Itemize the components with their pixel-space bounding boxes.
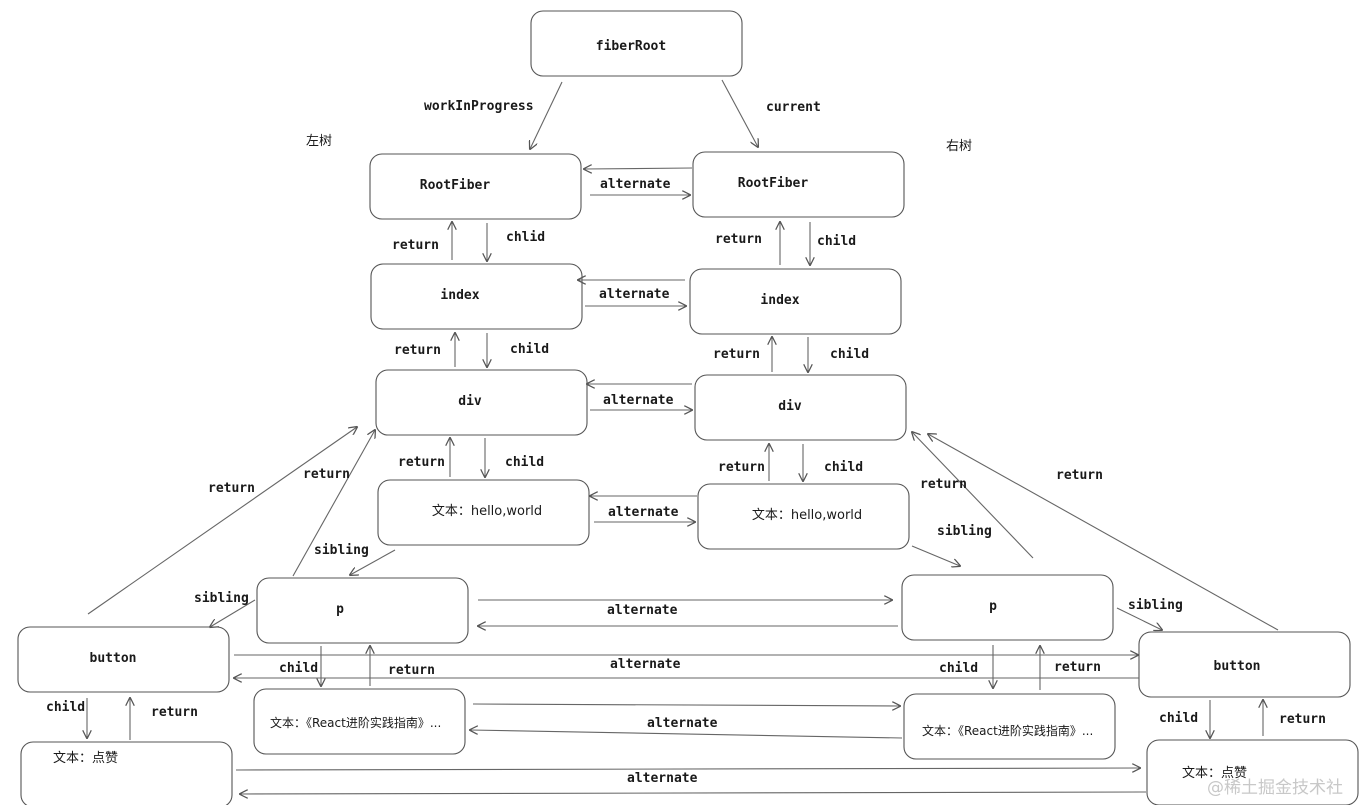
- node-left-div: div: [375, 369, 588, 436]
- label-alternate: alternate: [603, 393, 674, 408]
- node-label: 文本：《React进阶实践指南》...: [922, 723, 1093, 738]
- node-label: button: [1214, 659, 1261, 674]
- node-right-text-hello: 文本：hello,world: [697, 483, 910, 550]
- label-sibling: sibling: [1128, 598, 1183, 613]
- label-child: child: [824, 460, 863, 475]
- node-right-p: p: [901, 574, 1114, 641]
- edge-alternate-like-lr: [235, 768, 1140, 770]
- edge-alternate-react-rl: [470, 730, 903, 739]
- node-label: 文本：hello,world: [752, 508, 862, 523]
- label-sibling: sibling: [194, 591, 249, 606]
- label-return: return: [1056, 468, 1103, 483]
- label-child: child: [46, 700, 85, 715]
- edge-return-r-p-div: [912, 432, 1034, 559]
- node-label: div: [778, 399, 802, 414]
- label-alternate: alternate: [607, 603, 678, 618]
- node-left-index: index: [370, 263, 583, 330]
- label-child: child: [505, 455, 544, 470]
- edge-sibling-r-hello-p: [911, 545, 960, 566]
- node-label: 文本：《React进阶实践指南》...: [270, 715, 441, 730]
- watermark: @稀土掘金技术社: [1207, 778, 1343, 798]
- label-return: return: [715, 232, 762, 247]
- node-label: RootFiber: [738, 176, 809, 191]
- edge-sibling-l-p-button: [210, 599, 256, 627]
- node-right-text-react: 文本：《React进阶实践指南》...: [903, 693, 1116, 760]
- edge-alternate-rootfiber-rl: [584, 168, 693, 169]
- label-sibling: sibling: [314, 543, 369, 558]
- node-label: p: [336, 602, 344, 617]
- node-label: div: [458, 394, 482, 409]
- node-left-text-hello: 文本：hello,world: [377, 479, 590, 546]
- label-child: child: [830, 347, 869, 362]
- label-alternate: alternate: [600, 177, 671, 192]
- edge-return-r-button-div: [928, 434, 1279, 631]
- node-right-rootfiber: RootFiber: [692, 151, 905, 218]
- node-right-index: index: [689, 268, 902, 335]
- node-label: 文本：点赞: [53, 751, 118, 766]
- edge-current: [721, 79, 758, 147]
- node-left-text-react: 文本：《React进阶实践指南》...: [253, 688, 466, 755]
- label-return: return: [151, 705, 198, 720]
- label-alternate: alternate: [627, 771, 698, 786]
- edge-return-l-button-div: [87, 427, 357, 615]
- label-workinprogress: workInProgress: [424, 99, 534, 114]
- edge-return-l-p-div: [292, 430, 375, 577]
- label-child: child: [939, 661, 978, 676]
- label-return: return: [1054, 660, 1101, 675]
- label-child: child: [510, 342, 549, 357]
- label-alternate: alternate: [599, 287, 670, 302]
- node-label: 文本：hello,world: [432, 504, 542, 519]
- label-alternate: alternate: [610, 657, 681, 672]
- node-left-p: p: [256, 577, 469, 644]
- node-label: button: [90, 651, 137, 666]
- label-child: child: [1159, 711, 1198, 726]
- label-left-tree: 左树: [306, 134, 332, 149]
- label-sibling: sibling: [937, 524, 992, 539]
- node-left-button: button: [17, 626, 230, 693]
- node-fiberroot: fiberRoot: [530, 10, 743, 77]
- label-return: return: [713, 347, 760, 362]
- label-return: return: [1279, 712, 1326, 727]
- label-right-tree: 右树: [946, 139, 972, 154]
- label-child: child: [817, 234, 856, 249]
- label-current: current: [766, 100, 821, 115]
- node-right-button: button: [1138, 631, 1351, 698]
- edge-sibling-r-p-button: [1116, 607, 1162, 630]
- node-label: RootFiber: [420, 178, 491, 193]
- label-return: return: [208, 481, 255, 496]
- edge-alternate-react-lr: [472, 704, 900, 706]
- node-right-div: div: [694, 374, 907, 441]
- node-label: index: [440, 288, 479, 303]
- label-alternate: alternate: [608, 505, 679, 520]
- node-left-rootfiber: RootFiber: [369, 153, 582, 220]
- node-left-text-like: 文本：点赞: [20, 741, 233, 808]
- label-return: return: [920, 477, 967, 492]
- label-alternate: alternate: [647, 716, 718, 731]
- edge-sibling-l-hello-p: [350, 549, 396, 575]
- label-return: return: [718, 460, 765, 475]
- node-label: p: [989, 599, 997, 614]
- label-child: child: [279, 661, 318, 676]
- node-label: fiberRoot: [596, 39, 666, 54]
- node-label: 文本：点赞: [1182, 766, 1247, 781]
- label-return: return: [303, 467, 350, 482]
- edge-workinprogress: [530, 81, 563, 149]
- label-return: return: [392, 238, 439, 253]
- label-return: return: [398, 455, 445, 470]
- node-label: index: [760, 293, 799, 308]
- label-return: return: [388, 663, 435, 678]
- label-return: return: [394, 343, 441, 358]
- label-chlid: chlid: [506, 230, 545, 245]
- edge-alternate-like-rl: [240, 792, 1147, 794]
